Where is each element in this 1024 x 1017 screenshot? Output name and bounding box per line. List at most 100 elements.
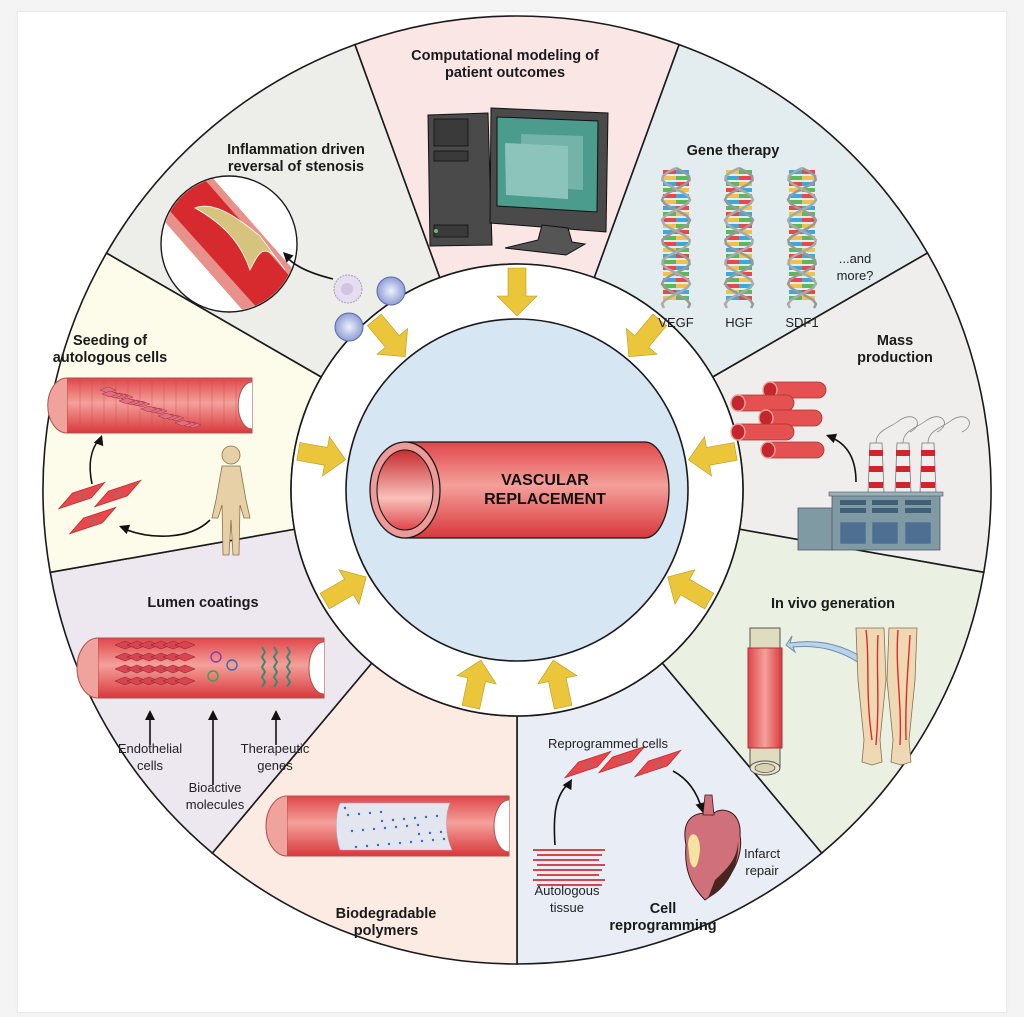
arrow-icon [121, 519, 211, 537]
label-bioactive-molecules: Bioactive [189, 780, 242, 795]
cell-icon [68, 506, 117, 535]
dna-helix-icon [723, 166, 755, 309]
molecule-icon [207, 670, 219, 682]
polymer-dot [398, 841, 402, 845]
segment-title-cell-reprogramming: Cell [650, 901, 677, 917]
label-therapeutic-genes: Therapeutic [241, 741, 310, 756]
vessel-graft-icon [747, 627, 783, 776]
arrow-icon [456, 659, 497, 710]
polymer-dot [428, 831, 432, 835]
arrowhead-icon [826, 433, 838, 444]
seeded-cell [174, 419, 192, 427]
endothelial-cell [174, 652, 196, 662]
vessel-tube-icon [730, 394, 795, 412]
label-infarct-repair: Infarct [744, 846, 781, 861]
polymer-dot [442, 837, 446, 841]
arrowhead-icon [145, 710, 155, 720]
center-label: REPLACEMENT [484, 491, 606, 508]
smoke [927, 416, 970, 444]
label-reprogrammed-cells: Reprogrammed cells [548, 736, 668, 751]
polymer-dot [402, 817, 406, 821]
molecule-icon [226, 659, 238, 671]
cell-icon [93, 479, 142, 508]
polymer-dot [354, 845, 358, 849]
autologous-tissue-icon [533, 849, 605, 886]
cell-icon [57, 481, 106, 510]
arrow-icon [496, 267, 538, 317]
vein [865, 629, 873, 741]
segment-title-inflammation: Inflammation driven [227, 142, 365, 158]
endothelial-cell [174, 676, 196, 686]
heart-icon [684, 794, 742, 901]
gene-label: VEGF [658, 315, 693, 330]
polymer-dot [357, 812, 361, 816]
vessel-tube-icon [760, 441, 825, 459]
segment-title-gene-therapy: Gene therapy [687, 143, 780, 159]
polymer-dot [346, 813, 350, 817]
polymer-dot [365, 844, 369, 848]
arrowhead-icon [695, 802, 706, 813]
immune-cell-icon [376, 276, 406, 306]
polymer-dot [387, 842, 391, 846]
stand [504, 224, 587, 256]
label-autologous-tissue: Autologous [534, 883, 600, 898]
dna-helix-icon [660, 166, 692, 309]
gene-strand-icon [285, 646, 292, 688]
arrow-icon [366, 313, 408, 358]
segment-title-biodegradable: Biodegradable [336, 906, 437, 922]
label-endothelial-cells: Endothelial [118, 741, 182, 756]
stenosis-magnifier-icon [160, 175, 298, 313]
label-endothelial-cells: cells [137, 758, 164, 773]
polymer-dot [379, 810, 383, 814]
vein [875, 634, 879, 746]
segment-title-seeding: Seeding of [73, 333, 147, 349]
polymer-dot [376, 843, 380, 847]
segment-title-mass-production: production [857, 350, 933, 366]
polymer-scaffold [335, 802, 453, 851]
segment-title-inflammation: reversal of stenosis [228, 159, 364, 175]
polymer-dot [391, 818, 395, 822]
legs-icon [855, 627, 918, 766]
segment-title-cell-reprogramming: reprogramming [609, 918, 716, 934]
arrow-icon [626, 313, 668, 358]
polymer-dot [435, 814, 439, 818]
polymer-dot [416, 823, 420, 827]
polymer-dot [380, 819, 384, 823]
segment-title-biodegradable: polymers [354, 923, 418, 939]
vessel-tube-icon [730, 423, 795, 441]
arrowhead-icon [562, 779, 572, 791]
segment-title-computational: Computational modeling of [411, 48, 599, 64]
seeded-cell [118, 397, 136, 405]
polymer-dot [413, 816, 417, 820]
arrowhead-icon [208, 710, 218, 720]
smoke [875, 416, 918, 444]
polymer-dot [439, 830, 443, 834]
immune-cell-icon [333, 274, 363, 304]
gene-label: SDF1 [785, 315, 818, 330]
cell-icon [633, 749, 682, 778]
polymer-dot [383, 826, 387, 830]
immune-cell-icon [334, 312, 364, 342]
seeded-cell [140, 405, 158, 413]
polymer-dot [431, 838, 435, 842]
polymer-dot [372, 827, 376, 831]
gene-note: more? [837, 268, 874, 283]
polymer-dot [420, 839, 424, 843]
label-autologous-tissue: tissue [550, 900, 584, 915]
lumen-coated-vessel-icon [76, 637, 325, 699]
polymer-dot [424, 815, 428, 819]
molecule-icon [210, 651, 222, 663]
gene-label: HGF [725, 315, 753, 330]
cell-icon [563, 750, 612, 779]
segment-title-mass-production: Mass [877, 333, 913, 349]
segment-title-seeding: autologous cells [53, 350, 167, 366]
arrow-icon [537, 659, 578, 710]
endothelial-cell [174, 664, 196, 674]
arrowhead-icon [93, 435, 104, 447]
biodegradable-vessel-icon [265, 795, 510, 857]
vein [896, 629, 902, 746]
human-figure-icon [211, 445, 251, 556]
label-bioactive-molecules: molecules [186, 797, 245, 812]
